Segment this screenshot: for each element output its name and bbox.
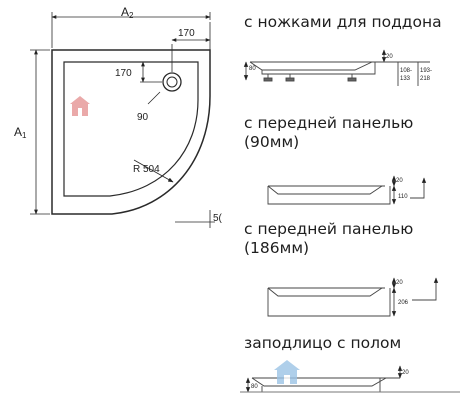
caption-flush: заподлицо с полом [244,334,402,352]
dim-height-label: A1 [14,125,27,140]
panel186-dim-rim: 20 [396,280,403,286]
legs-dim-right-b: 218 [420,76,431,82]
caption-panel-186-line1: с передней панелью [244,220,414,238]
section-legs-labels: 80 20 108- 133 193- 218 [249,54,432,82]
legs-dim-rim: 20 [386,54,393,60]
drain-outer [162,72,182,92]
dim-side-offset: 170 [115,68,132,79]
tray-inner-outline [63,61,199,197]
bottom-dim-label: 5( [213,213,223,224]
caption-panel-186-line2: (186мм) [244,239,310,257]
legs-dim-left: 80 [249,66,256,72]
section-flush-drawing [240,365,460,393]
section-legs-drawing [243,49,430,86]
panel90-dim-panel: 110 [398,194,408,200]
section-panel90-drawing [267,175,427,205]
panel186-dim-panel: 206 [398,300,409,306]
dim-height-sub: 1 [22,131,27,140]
legs-dim-right-a: 193- [420,68,432,74]
caption-panel-90: с передней панелью (90мм) [244,114,413,152]
watermark-house-blue-icon [274,360,300,384]
dim-width-label: A2 [121,5,134,20]
legs-dim-mid-b: 133 [400,76,411,82]
drain-angle-label: 90 [137,112,149,123]
drain-inner [166,76,178,88]
caption-panel-186: с передней панелью (186мм) [244,220,413,258]
flush-dim-left: 80 [251,384,258,390]
panel90-dim-rim: 20 [396,178,403,184]
section-panel186-drawing [267,277,439,317]
dim-width-sub: 2 [129,11,134,20]
plan-view [30,12,215,228]
legs-dim-mid-a: 108- [400,68,412,74]
caption-panel-90-line2: (90мм) [244,133,300,151]
radius-label: R 504 [133,164,160,175]
watermark-house-icon [70,96,90,116]
caption-legs: с ножками для поддона [244,13,442,31]
flush-dim-rim: 20 [402,370,409,376]
dim-top-offset: 170 [178,28,195,39]
tray-outer-outline [51,49,211,215]
caption-panel-90-line1: с передней панелью [244,114,414,132]
